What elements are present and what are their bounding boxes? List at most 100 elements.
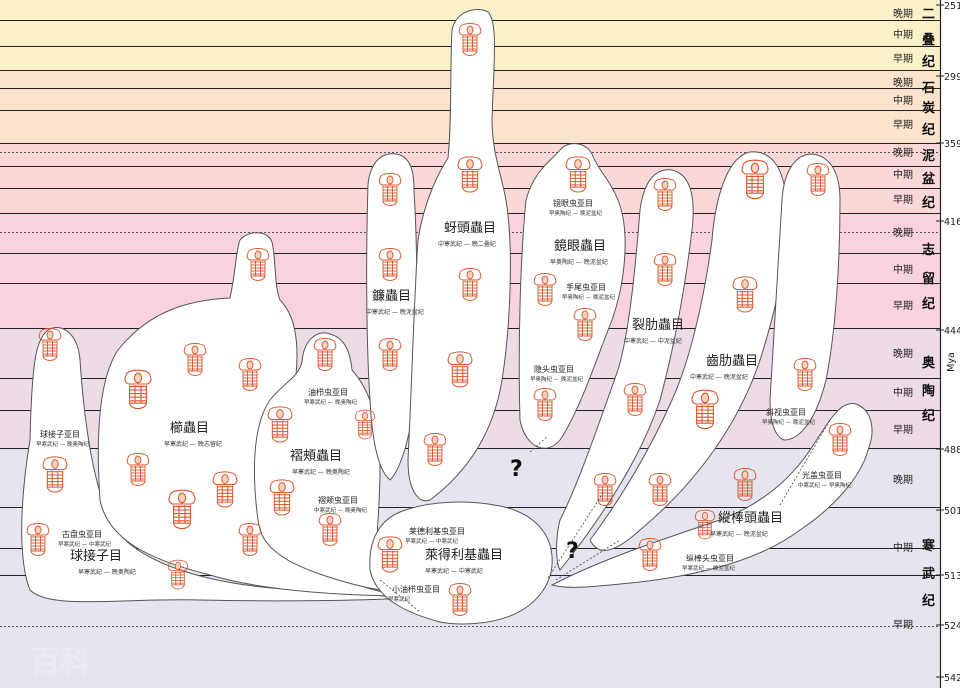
order-lobe-4 — [407, 8, 511, 502]
trilobite-pygidium — [657, 205, 673, 211]
trilobite-pygidium — [322, 540, 338, 546]
epoch-label: 晚期 — [893, 77, 913, 89]
trilobite-axis — [173, 505, 191, 524]
trilobite-glabella — [386, 539, 394, 549]
trilobite-illustration — [238, 358, 262, 391]
period-name-char: 叠 — [922, 33, 935, 48]
trilobite-cephalon — [694, 509, 716, 521]
trilobite-cephalon — [354, 409, 376, 421]
trilobite-axis — [797, 371, 813, 386]
order-range-label: 早寒武纪 — 中寒武纪 — [425, 567, 483, 575]
epoch-label: 中期 — [893, 168, 913, 181]
trilobite-glabella — [386, 175, 394, 185]
trilobite-glabella — [321, 340, 329, 350]
trilobite-axis — [381, 550, 399, 568]
trilobite-glabella — [661, 180, 669, 190]
trilobite-illustration — [793, 358, 817, 391]
trilobite-pygidium — [216, 501, 234, 508]
trilobite-cephalon — [378, 248, 402, 261]
suborder-label: 光盖虫亚目 — [802, 470, 842, 480]
trilobite-pygidium — [569, 186, 587, 193]
period-name-char: 盆 — [921, 171, 936, 187]
suborder-range-label: 中寒武纪 — 晚奥陶纪 — [314, 506, 367, 514]
trilobite-illustration — [38, 328, 62, 361]
trilobite-glabella — [456, 354, 464, 364]
trilobite-cephalon — [267, 406, 293, 420]
time-tick-label: 359 — [944, 139, 960, 150]
suborder-label: 古盘虫亚目 — [62, 529, 102, 539]
trilobite-glabella — [741, 279, 749, 289]
trilobite-cephalon — [533, 273, 557, 286]
trilobite-pygidium — [187, 370, 203, 376]
trilobite-glabella — [246, 360, 254, 370]
trilobite-pygidium — [627, 410, 643, 416]
suborder-label: 褶颊虫亚目 — [318, 495, 358, 505]
trilobite-cephalon — [126, 453, 150, 466]
trilobite-axis — [317, 351, 333, 366]
trilobite-cephalon — [648, 473, 672, 486]
trilobite-illustration — [354, 409, 376, 440]
trilobite-axis — [462, 36, 478, 51]
trilobite-cephalon — [168, 489, 196, 505]
trilobite-pygidium — [242, 385, 258, 391]
trilobite-cephalon — [238, 358, 262, 371]
trilobite-axis — [537, 401, 553, 416]
period-name-char: 纪 — [922, 54, 935, 70]
order-label-裂肋蟲目: 裂肋蟲目 — [632, 318, 684, 333]
trilobite-pygidium — [462, 295, 478, 301]
trilobite-illustrations — [26, 23, 852, 616]
epoch-label: 早期 — [893, 119, 913, 131]
trilobite-glabella — [278, 482, 286, 492]
trilobite-cephalon — [653, 253, 677, 266]
trilobite-cephalon — [793, 358, 817, 371]
period-name-char: 纪 — [922, 122, 935, 138]
trilobite-axis — [129, 385, 147, 404]
lineage-connector — [379, 579, 421, 613]
epoch-label: 晚期 — [893, 474, 913, 486]
trilobite-illustration — [378, 338, 402, 371]
trilobite-illustration — [318, 513, 342, 546]
order-lobe-0 — [21, 327, 401, 603]
trilobite-illustration — [238, 523, 262, 556]
trilobite-axis — [42, 341, 58, 356]
order-lobe-3 — [366, 153, 418, 481]
trilobite-cephalon — [26, 523, 50, 536]
order-lobe-8 — [369, 501, 553, 625]
trilobite-pygidium — [128, 402, 148, 410]
time-tick-label: 513 — [944, 571, 960, 582]
trilobite-pygidium — [537, 300, 553, 306]
suborder-label: 纵棒头虫亚目 — [686, 553, 734, 563]
trilobite-axis — [462, 281, 478, 296]
trilobite-cephalon — [238, 523, 262, 536]
trilobite-illustration — [458, 23, 482, 56]
trilobite-illustration — [648, 473, 672, 506]
epoch-label: 晚期 — [893, 147, 913, 159]
suborder-range-label: 早寒武纪 — 晚奥陶纪 — [304, 398, 357, 406]
time-tick-label: 416 — [944, 217, 960, 228]
trilobite-pygidium — [242, 550, 258, 556]
trilobite-pygidium — [462, 50, 478, 56]
trilobite-cephalon — [691, 389, 719, 405]
trilobite-glabella — [466, 25, 474, 35]
trilobite-glabella — [246, 525, 254, 535]
order-lobe-1 — [97, 232, 401, 597]
trilobite-glabella — [34, 525, 42, 535]
trilobite-pygidium — [358, 434, 372, 440]
trilobite-axis — [597, 486, 613, 501]
trilobite-illustration — [623, 383, 647, 416]
period-name-char: 寒 — [921, 538, 936, 554]
trilobite-cephalon — [377, 536, 403, 550]
trilobite-illustration — [573, 308, 597, 341]
suborder-label: 球接子亚目 — [40, 429, 80, 439]
period-name-char: 武 — [922, 566, 935, 582]
period-name-char: 二 — [922, 7, 935, 22]
trilobite-cephalon — [828, 423, 852, 436]
suborder-range-label: 早寒武纪 — 中寒武纪 — [58, 540, 111, 548]
trilobite-cephalon — [318, 513, 342, 526]
trilobite-glabella — [386, 250, 394, 260]
epoch-label: 晚期 — [893, 227, 913, 239]
suborder-label: 斜视虫亚目 — [766, 407, 806, 417]
trilobite-illustration — [828, 423, 852, 456]
